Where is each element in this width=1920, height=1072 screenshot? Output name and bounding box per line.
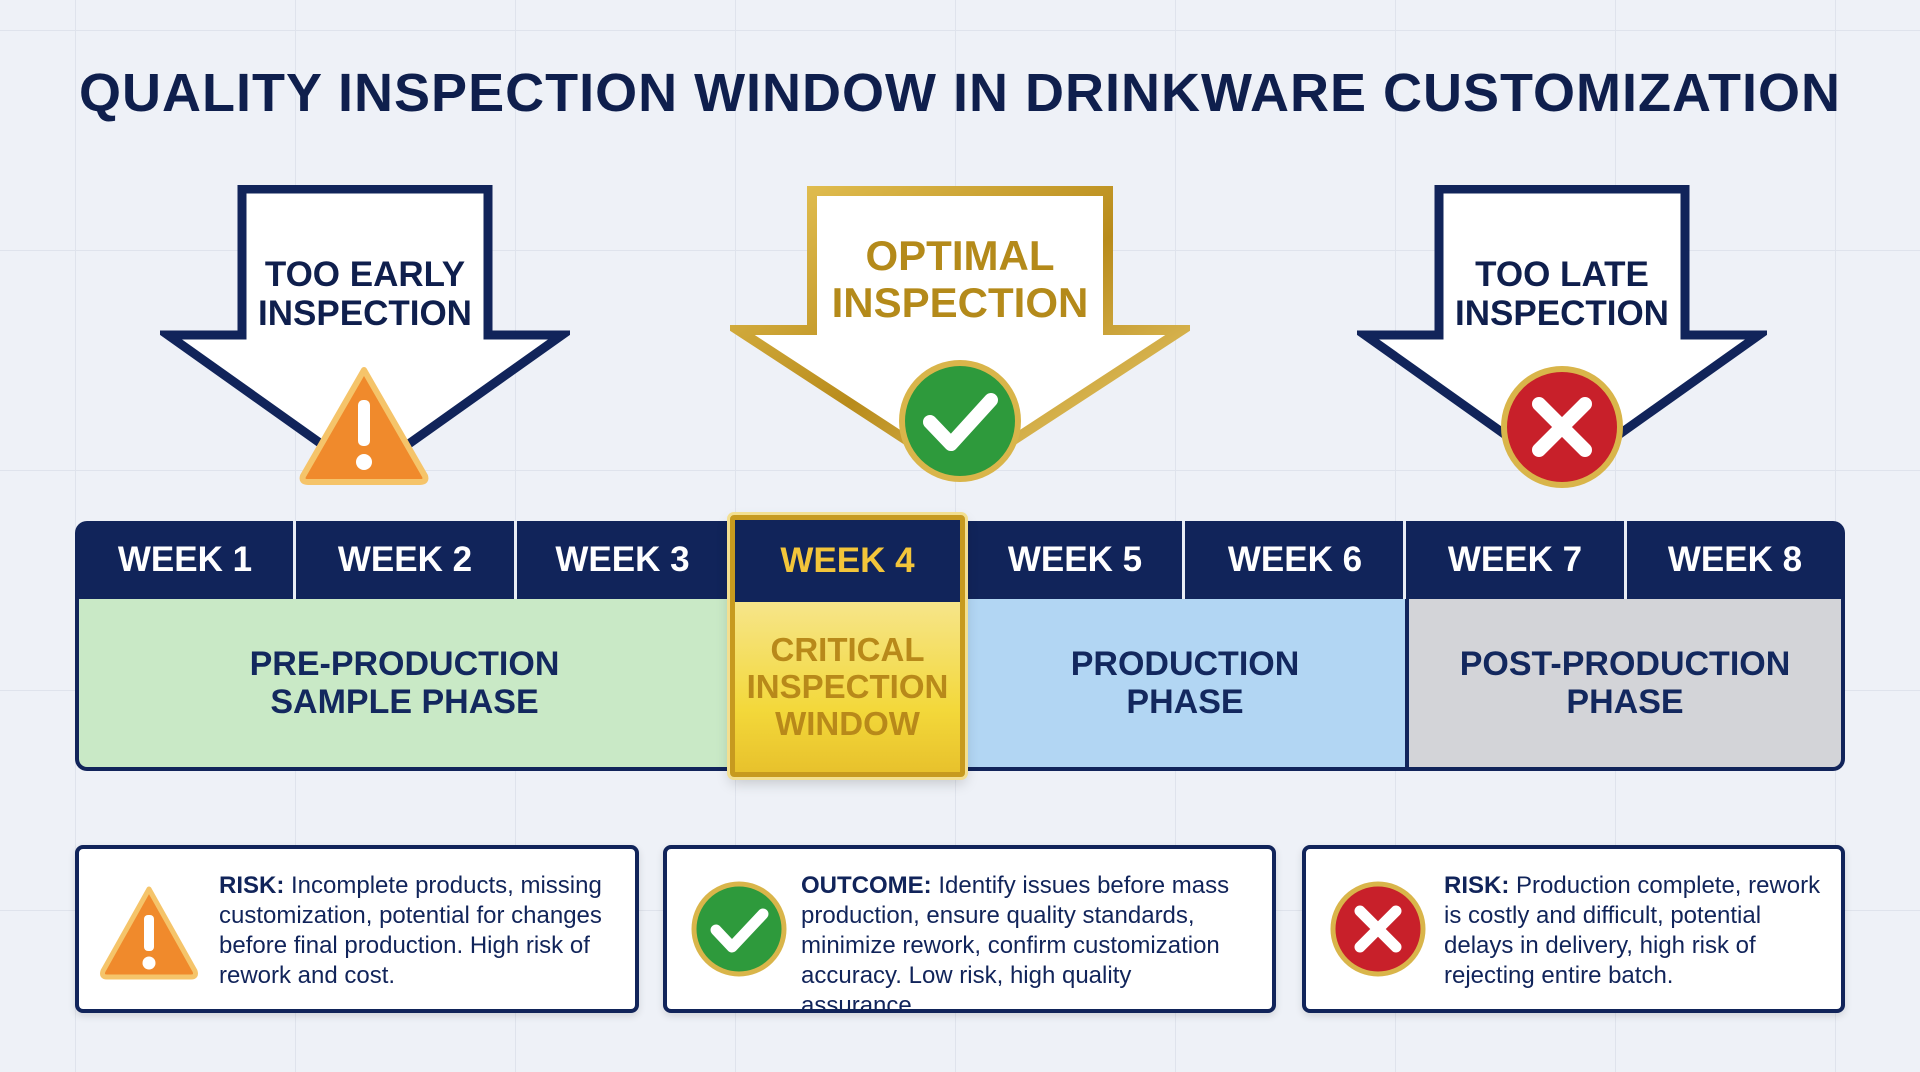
too-late-line1: TOO LATE bbox=[1475, 255, 1649, 294]
critical-inspection-window: WEEK 4 CRITICAL INSPECTION WINDOW bbox=[730, 515, 965, 777]
x-icon bbox=[1501, 366, 1623, 488]
risk-early-text: RISK: Incomplete products, missing custo… bbox=[219, 871, 617, 991]
outcome-label: OUTCOME: bbox=[801, 872, 932, 899]
production-line2: PHASE bbox=[1126, 683, 1244, 721]
outcome-text: OUTCOME: Identify issues before mass pro… bbox=[801, 871, 1254, 1021]
optimal-label: OPTIMAL INSPECTION bbox=[810, 232, 1110, 326]
check-icon bbox=[899, 360, 1021, 482]
risk-late-label: RISK: bbox=[1444, 872, 1510, 899]
x-icon bbox=[1330, 881, 1426, 977]
week-4: WEEK 4 bbox=[780, 541, 915, 580]
pre-production-line2: SAMPLE PHASE bbox=[270, 683, 539, 721]
too-early-line1: TOO EARLY bbox=[264, 255, 466, 294]
risk-late-description: Production complete, rework is costly an… bbox=[1444, 872, 1821, 989]
critical-line1: CRITICAL bbox=[770, 631, 925, 668]
production-phase: PRODUCTION PHASE bbox=[965, 599, 1405, 771]
too-late-arrow bbox=[1357, 185, 1767, 481]
week-8: WEEK 8 bbox=[1667, 540, 1803, 579]
critical-line2: INSPECTION bbox=[746, 667, 949, 705]
outcome-box: OUTCOME: Identify issues before mass pro… bbox=[663, 845, 1276, 1019]
optimal-line2: INSPECTION bbox=[831, 279, 1089, 327]
week-divider bbox=[1624, 521, 1627, 599]
risk-late-box: RISK: Production complete, rework is cos… bbox=[1302, 845, 1845, 1013]
risk-late-text: RISK: Production complete, rework is cos… bbox=[1444, 871, 1823, 991]
post-production-line1: POST-PRODUCTION bbox=[1459, 644, 1791, 683]
week-divider bbox=[1403, 521, 1406, 599]
week-6: WEEK 6 bbox=[1227, 540, 1363, 579]
risk-early-box: RISK: Incomplete products, missing custo… bbox=[75, 845, 639, 1013]
too-early-label: TOO EARLY INSPECTION bbox=[215, 255, 515, 333]
too-early-line2: INSPECTION bbox=[258, 294, 472, 334]
production-line1: PRODUCTION bbox=[1070, 644, 1300, 683]
week-divider bbox=[514, 521, 517, 599]
warning-icon bbox=[100, 886, 198, 980]
timeline: WEEK 1 WEEK 2 WEEK 3 WEEK 5 WEEK 6 WEEK … bbox=[75, 515, 1845, 777]
pre-production-line1: PRE-PRODUCTION bbox=[249, 644, 560, 683]
critical-line3: WINDOW bbox=[775, 704, 920, 742]
critical-window-label: CRITICAL INSPECTION WINDOW bbox=[735, 631, 960, 743]
post-production-phase: POST-PRODUCTION PHASE bbox=[1405, 599, 1845, 771]
risk-early-description: Incomplete products, missing customizati… bbox=[219, 872, 602, 989]
week-3: WEEK 3 bbox=[555, 540, 690, 579]
too-late-line2: INSPECTION bbox=[1455, 294, 1669, 334]
week-divider bbox=[1182, 521, 1185, 599]
page-title: QUALITY INSPECTION WINDOW IN DRINKWARE C… bbox=[79, 63, 1841, 123]
outcome-description: Identify issues before mass production, … bbox=[801, 872, 1230, 1019]
optimal-arrow bbox=[730, 186, 1190, 481]
warning-icon bbox=[299, 367, 429, 485]
check-icon bbox=[691, 881, 787, 977]
too-late-label: TOO LATE INSPECTION bbox=[1412, 255, 1712, 333]
risk-early-label: RISK: bbox=[219, 872, 285, 899]
optimal-line1: OPTIMAL bbox=[865, 232, 1055, 279]
week-divider bbox=[293, 521, 296, 599]
pre-production-phase: PRE-PRODUCTION SAMPLE PHASE bbox=[75, 599, 730, 771]
week-2: WEEK 2 bbox=[337, 540, 473, 579]
post-production-line2: PHASE bbox=[1566, 683, 1684, 721]
week-7: WEEK 7 bbox=[1447, 540, 1583, 579]
week-1: WEEK 1 bbox=[117, 540, 253, 579]
too-early-arrow bbox=[160, 185, 570, 481]
week-5: WEEK 5 bbox=[1007, 540, 1143, 579]
